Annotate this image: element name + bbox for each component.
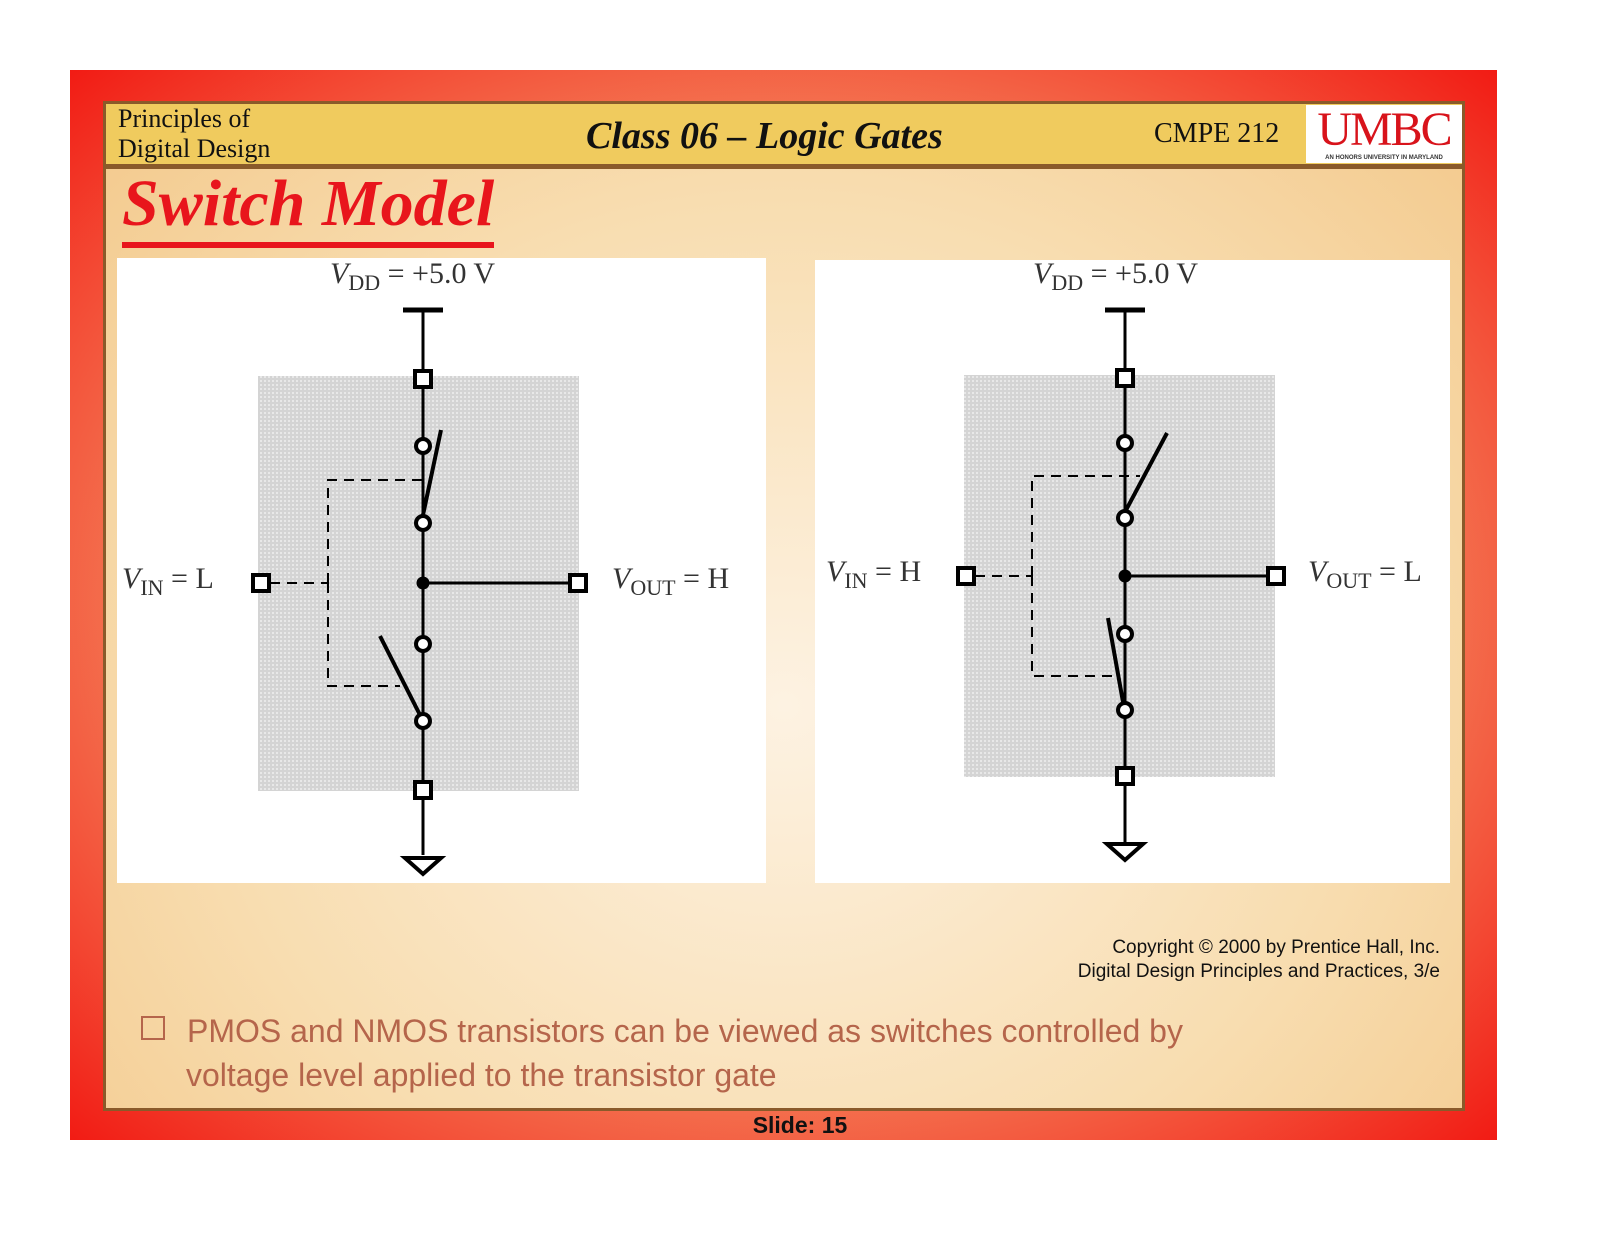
logo-text: UMBC (1317, 103, 1452, 156)
course-code: CMPE 212 (1154, 118, 1280, 149)
pmos-switch-open (1123, 432, 1169, 513)
vin-label-right: VIN = H (826, 555, 922, 593)
bullet-point: PMOS and NMOS transistors can be viewed … (141, 1009, 1441, 1097)
bullet-line-1: PMOS and NMOS transistors can be viewed … (187, 1013, 1183, 1049)
cmos-inverter-right (956, 307, 1286, 863)
vout-label-right: VOUT = L (1308, 555, 1422, 593)
cmos-inverter-left (251, 307, 588, 877)
class-title: Class 06 – Logic Gates (586, 115, 943, 157)
vout-label-left: VOUT = H (612, 562, 730, 600)
nmos-switch-closed (1106, 617, 1125, 703)
logo-tagline: AN HONORS UNIVERSITY IN MARYLAND (1325, 155, 1443, 161)
course-line-1: Principles of (118, 104, 251, 133)
vin-label-left: VIN = L (122, 562, 214, 600)
ground-icon (1101, 842, 1149, 863)
copyright: Copyright © 2000 by Prentice Hall, Inc. D… (1078, 936, 1440, 984)
slide-title: Switch Model (122, 166, 495, 248)
vdd-label-right: VDD = +5.0 V (1033, 257, 1199, 295)
copyright-line-1: Copyright © 2000 by Prentice Hall, Inc. (1112, 937, 1440, 958)
copyright-line-2: Digital Design Principles and Practices,… (1077, 961, 1440, 982)
nmos-switch-open (378, 635, 422, 716)
vdd-label-left: VDD = +5.0 V (330, 257, 496, 295)
course-line-2: Digital Design (118, 134, 271, 163)
ground-icon (399, 856, 447, 877)
bullet-line-2: voltage level applied to the transistor … (186, 1057, 777, 1093)
slide-number: Slide: 15 (752, 1112, 848, 1138)
pmos-switch-closed (421, 429, 443, 516)
bullet-box-icon (141, 1016, 165, 1040)
